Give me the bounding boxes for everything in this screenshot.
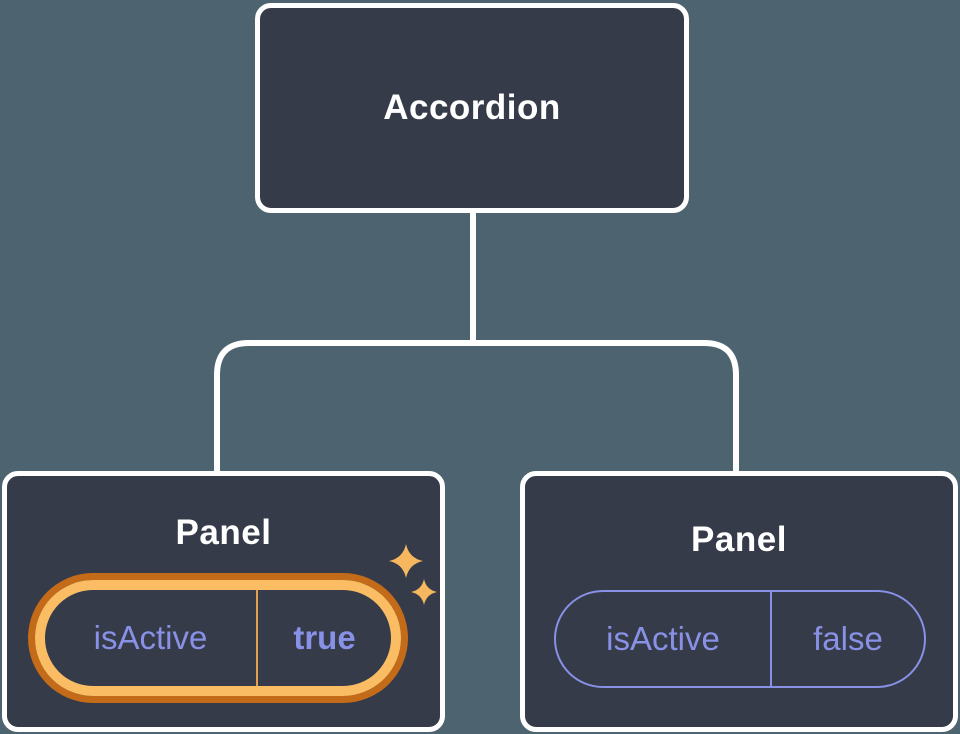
state-key-label: isActive xyxy=(606,620,720,657)
pill-divider xyxy=(770,592,772,686)
accordion-component-label: Accordion xyxy=(383,88,561,127)
panel-label: Panel xyxy=(175,513,272,552)
state-pill-inactive: isActive false xyxy=(554,590,926,688)
connector-branch xyxy=(214,340,739,472)
sparkle-large xyxy=(389,544,423,578)
panel-component-box-inactive: Panel isActive false xyxy=(520,471,958,732)
accordion-component-box: Accordion xyxy=(255,3,689,213)
state-value-label: true xyxy=(293,619,356,656)
panel-label: Panel xyxy=(691,520,787,559)
state-value-label: false xyxy=(813,620,883,657)
pill-divider xyxy=(256,590,258,686)
sparkle-small xyxy=(411,579,437,605)
state-pill-active: isActive true xyxy=(35,580,401,696)
sparkles-icon xyxy=(389,544,437,605)
panel-component-box-active: Panel isActive true xyxy=(2,471,445,732)
state-key-label: isActive xyxy=(93,619,208,656)
